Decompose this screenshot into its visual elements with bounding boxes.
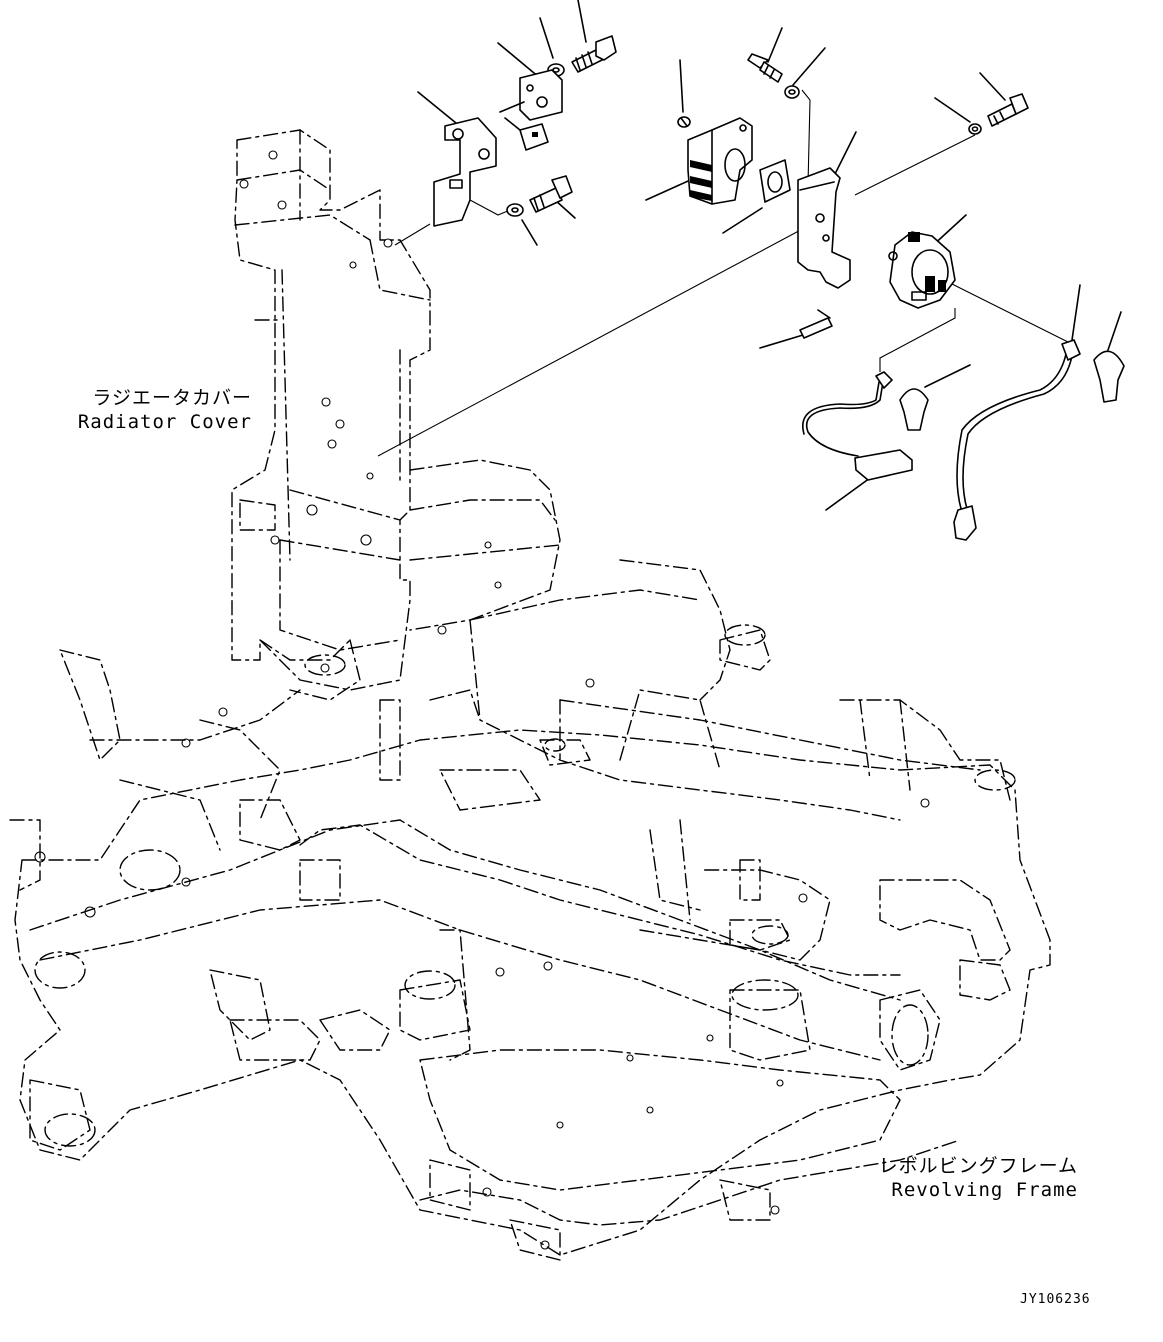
assembly-lines bbox=[377, 89, 1069, 457]
wire-harness-1 bbox=[802, 371, 913, 481]
gasket bbox=[759, 159, 791, 203]
washer-4 bbox=[968, 123, 982, 135]
relay bbox=[888, 231, 956, 309]
revolving-frame-label: レボルビングフレーム Revolving Frame bbox=[860, 1154, 1078, 1202]
revolving-frame-outline bbox=[9, 559, 1051, 1261]
radiator-cover-label: ラジエータカバー Radiator Cover bbox=[60, 386, 252, 434]
revolving-frame-label-jp: レボルビングフレーム bbox=[878, 1155, 1078, 1177]
washer-3 bbox=[784, 85, 800, 99]
rubber-cap-1 bbox=[899, 388, 929, 431]
wire-harness-2 bbox=[953, 339, 1081, 541]
rubber-cap-2 bbox=[1093, 350, 1125, 403]
bolt-1 bbox=[571, 35, 617, 73]
drawing-code: JY106236 bbox=[1020, 1292, 1091, 1307]
radiator-cover-label-en: Radiator Cover bbox=[77, 411, 252, 433]
callout-lines bbox=[417, 0, 1122, 511]
screw-small bbox=[677, 116, 691, 128]
radiator-cover-outline bbox=[231, 129, 561, 701]
mount-bracket bbox=[433, 117, 497, 227]
bolt-3 bbox=[747, 53, 783, 83]
washer-2 bbox=[506, 203, 524, 217]
bolt-2 bbox=[529, 175, 573, 213]
relay-bracket bbox=[797, 167, 851, 289]
bolt-4 bbox=[987, 93, 1029, 127]
wire-strip bbox=[799, 309, 833, 339]
sensor-plate bbox=[499, 69, 563, 151]
relay-cover bbox=[687, 117, 753, 205]
frame-bolt-holes bbox=[34, 678, 930, 1250]
radiator-cover-label-jp: ラジエータカバー bbox=[92, 387, 252, 409]
revolving-frame-label-en: Revolving Frame bbox=[891, 1179, 1078, 1201]
